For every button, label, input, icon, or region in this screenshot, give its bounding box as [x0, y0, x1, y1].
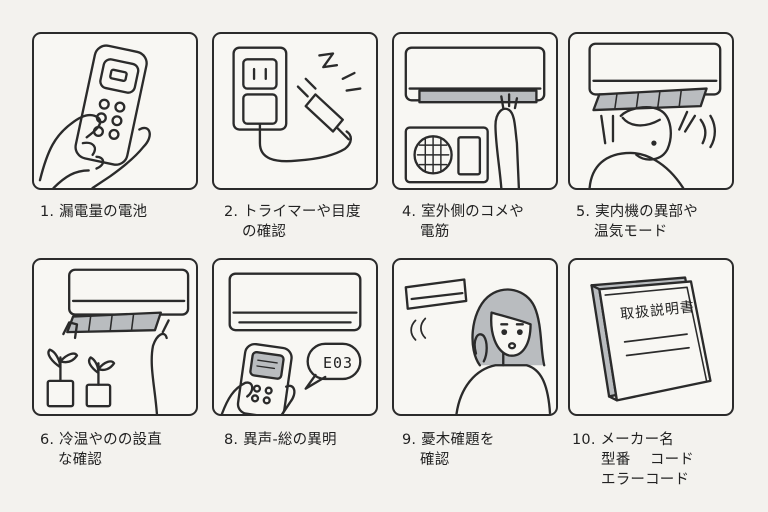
- caption-step-5: 5. 実内機の異部や 温気モード: [576, 202, 698, 242]
- step-text-line2: 温気モード: [594, 224, 668, 240]
- panel-filter-plants: [32, 258, 198, 416]
- outdoor-unit-icon: [404, 46, 546, 188]
- step-text: 実内機の異部や: [595, 204, 698, 220]
- step-number: 5.: [576, 204, 591, 220]
- step-number: 1.: [40, 204, 55, 220]
- step-text: 異声-総の異明: [243, 432, 337, 448]
- error-code-label: E03: [322, 354, 354, 372]
- step-text-line2: 確認: [420, 452, 450, 468]
- panel-remote-battery: [32, 32, 198, 190]
- remote-battery-icon: [38, 44, 151, 188]
- panel-indoor-filter: [568, 32, 734, 190]
- step-text: メーカー名: [600, 432, 674, 448]
- confused-woman-icon: [404, 278, 552, 414]
- caption-step-6: 6. 冷温やのの設直 な確認: [40, 430, 162, 470]
- step-text: トライマーや目度: [243, 204, 361, 220]
- plug-outlet-icon: [232, 46, 362, 163]
- step-text: 冷温やのの設直: [59, 432, 162, 448]
- step-number: 8.: [224, 432, 239, 448]
- panel-confused-woman: [392, 258, 558, 416]
- step-text-line2: の確認: [242, 224, 287, 240]
- step-text: 漏電量の電池: [59, 204, 148, 220]
- error-code-remote-icon: [220, 272, 362, 414]
- panel-outdoor-unit: [392, 32, 558, 190]
- step-number: 10.: [572, 432, 596, 448]
- step-text-line2: 型番 コード: [601, 452, 695, 468]
- step-text: 憂木確題を: [421, 432, 495, 448]
- caption-step-9: 9. 憂木確題を 確認: [402, 430, 495, 470]
- step-number: 9.: [402, 432, 417, 448]
- step-number: 2.: [224, 204, 239, 220]
- caption-step-8: 8. 異声-総の異明: [224, 430, 337, 450]
- caption-step-10: 10. メーカー名 型番 コード エラーコード: [572, 430, 694, 490]
- step-number: 6.: [40, 432, 55, 448]
- step-text-line2: な確認: [58, 452, 103, 468]
- caption-step-2: 2. トライマーや目度 の確認: [224, 202, 361, 242]
- filter-plants-icon: [46, 268, 190, 414]
- step-text: 室外側のコメや: [421, 204, 524, 220]
- indoor-filter-icon: [588, 42, 722, 188]
- step-text-line3: エラーコード: [601, 472, 690, 488]
- caption-step-4: 4. 室外側のコメや 電筋: [402, 202, 524, 242]
- panel-error-code-remote: E03: [212, 258, 378, 416]
- manual-book-icon: [590, 276, 712, 402]
- panel-plug-outlet: [212, 32, 378, 190]
- caption-step-1: 1. 漏電量の電池: [40, 202, 147, 222]
- step-text-line2: 電筋: [420, 224, 450, 240]
- step-number: 4.: [402, 204, 417, 220]
- panel-manual-book: 取扱説明書: [568, 258, 734, 416]
